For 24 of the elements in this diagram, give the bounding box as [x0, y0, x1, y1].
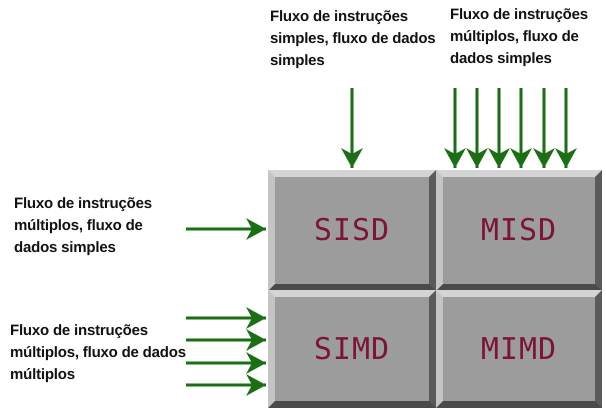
bevel-button-box: [436, 170, 602, 291]
flow-label: Fluxo de instruções múltiplos, fluxo de dados simples: [14, 195, 152, 256]
flow-label: Fluxo de instruções simples, fluxo de dados simples: [270, 8, 436, 69]
box-label: SISD: [314, 213, 390, 248]
arrow: [186, 307, 266, 329]
arrow: [186, 218, 266, 240]
box-label: MISD: [480, 213, 558, 248]
flow-label: Fluxo de instruções múltiplos, fluxo de dados múltiplos: [10, 322, 186, 383]
box-label: MIMD: [480, 332, 558, 366]
arrow: [186, 374, 266, 396]
arrow: [466, 88, 488, 168]
arrow: [510, 88, 532, 168]
arrow: [444, 88, 466, 168]
arrow: [555, 88, 577, 168]
bevel-button-box: [268, 170, 436, 291]
arrow: [186, 352, 266, 374]
bevel-button-box: [436, 290, 602, 408]
arrow: [488, 88, 510, 168]
bevel-button-box: [268, 290, 436, 408]
arrow: [341, 88, 363, 168]
flow-label: Fluxo de instruções múltiplos, fluxo de dados simples: [450, 6, 588, 67]
arrow: [186, 329, 266, 351]
arrow: [533, 88, 555, 168]
box-label: SIMD: [314, 332, 390, 366]
